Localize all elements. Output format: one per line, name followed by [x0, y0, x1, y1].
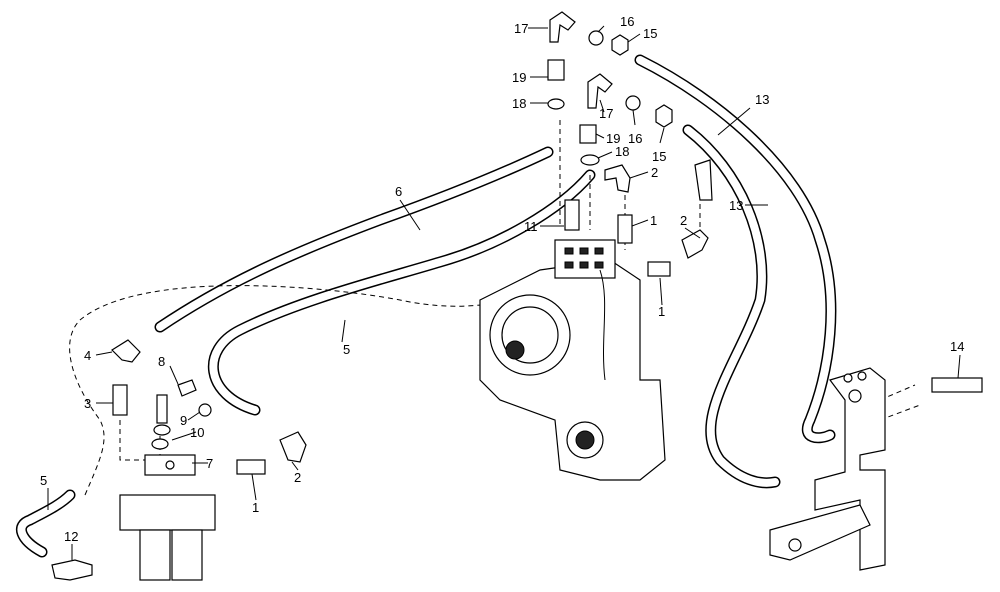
callout-13: 13 [729, 198, 743, 213]
leader-lines [47, 25, 961, 560]
mounting-bracket [769, 367, 886, 571]
callout-16: 16 [620, 14, 634, 29]
hose-6 [154, 146, 554, 333]
callout-5: 5 [343, 342, 350, 357]
filter-assembly [119, 454, 216, 581]
route-dashed-upper [559, 120, 701, 250]
callout-8: 8 [158, 354, 165, 369]
callout-1: 1 [252, 500, 259, 515]
callout-6: 6 [395, 184, 402, 199]
callout-18: 18 [512, 96, 526, 111]
hose-13-inner [682, 124, 781, 489]
callout-16: 16 [628, 131, 642, 146]
callout-9: 9 [180, 413, 187, 428]
callout-17: 17 [599, 106, 613, 121]
callout-15: 15 [643, 26, 657, 41]
transmission-housing [479, 239, 666, 481]
callout-18: 18 [615, 144, 629, 159]
callout-15: 15 [652, 149, 666, 164]
callout-1: 1 [650, 213, 657, 228]
callout-19: 19 [606, 131, 620, 146]
callout-13: 13 [755, 92, 769, 107]
callout-14: 14 [950, 339, 964, 354]
callout-2: 2 [680, 213, 687, 228]
callout-12: 12 [64, 529, 78, 544]
callout-2: 2 [651, 165, 658, 180]
callout-1: 1 [658, 304, 665, 319]
hose-13-outer [634, 54, 837, 444]
callout-11: 11 [524, 219, 538, 234]
callout-3: 3 [84, 396, 91, 411]
callout-17: 17 [514, 21, 528, 36]
callout-7: 7 [206, 456, 213, 471]
hose-5-lower [15, 489, 76, 558]
callout-4: 4 [84, 348, 91, 363]
callout-5: 5 [40, 473, 47, 488]
route-dashed-loop [69, 284, 556, 496]
fittings [51, 11, 983, 581]
hose-5 [207, 169, 596, 416]
route-dashed-right [879, 384, 921, 421]
callout-labels: 17 16 15 19 18 17 16 15 19 18 13 13 2 6 … [40, 14, 964, 544]
callout-10: 10 [190, 425, 204, 440]
callout-19: 19 [512, 70, 526, 85]
callout-2: 2 [294, 470, 301, 485]
